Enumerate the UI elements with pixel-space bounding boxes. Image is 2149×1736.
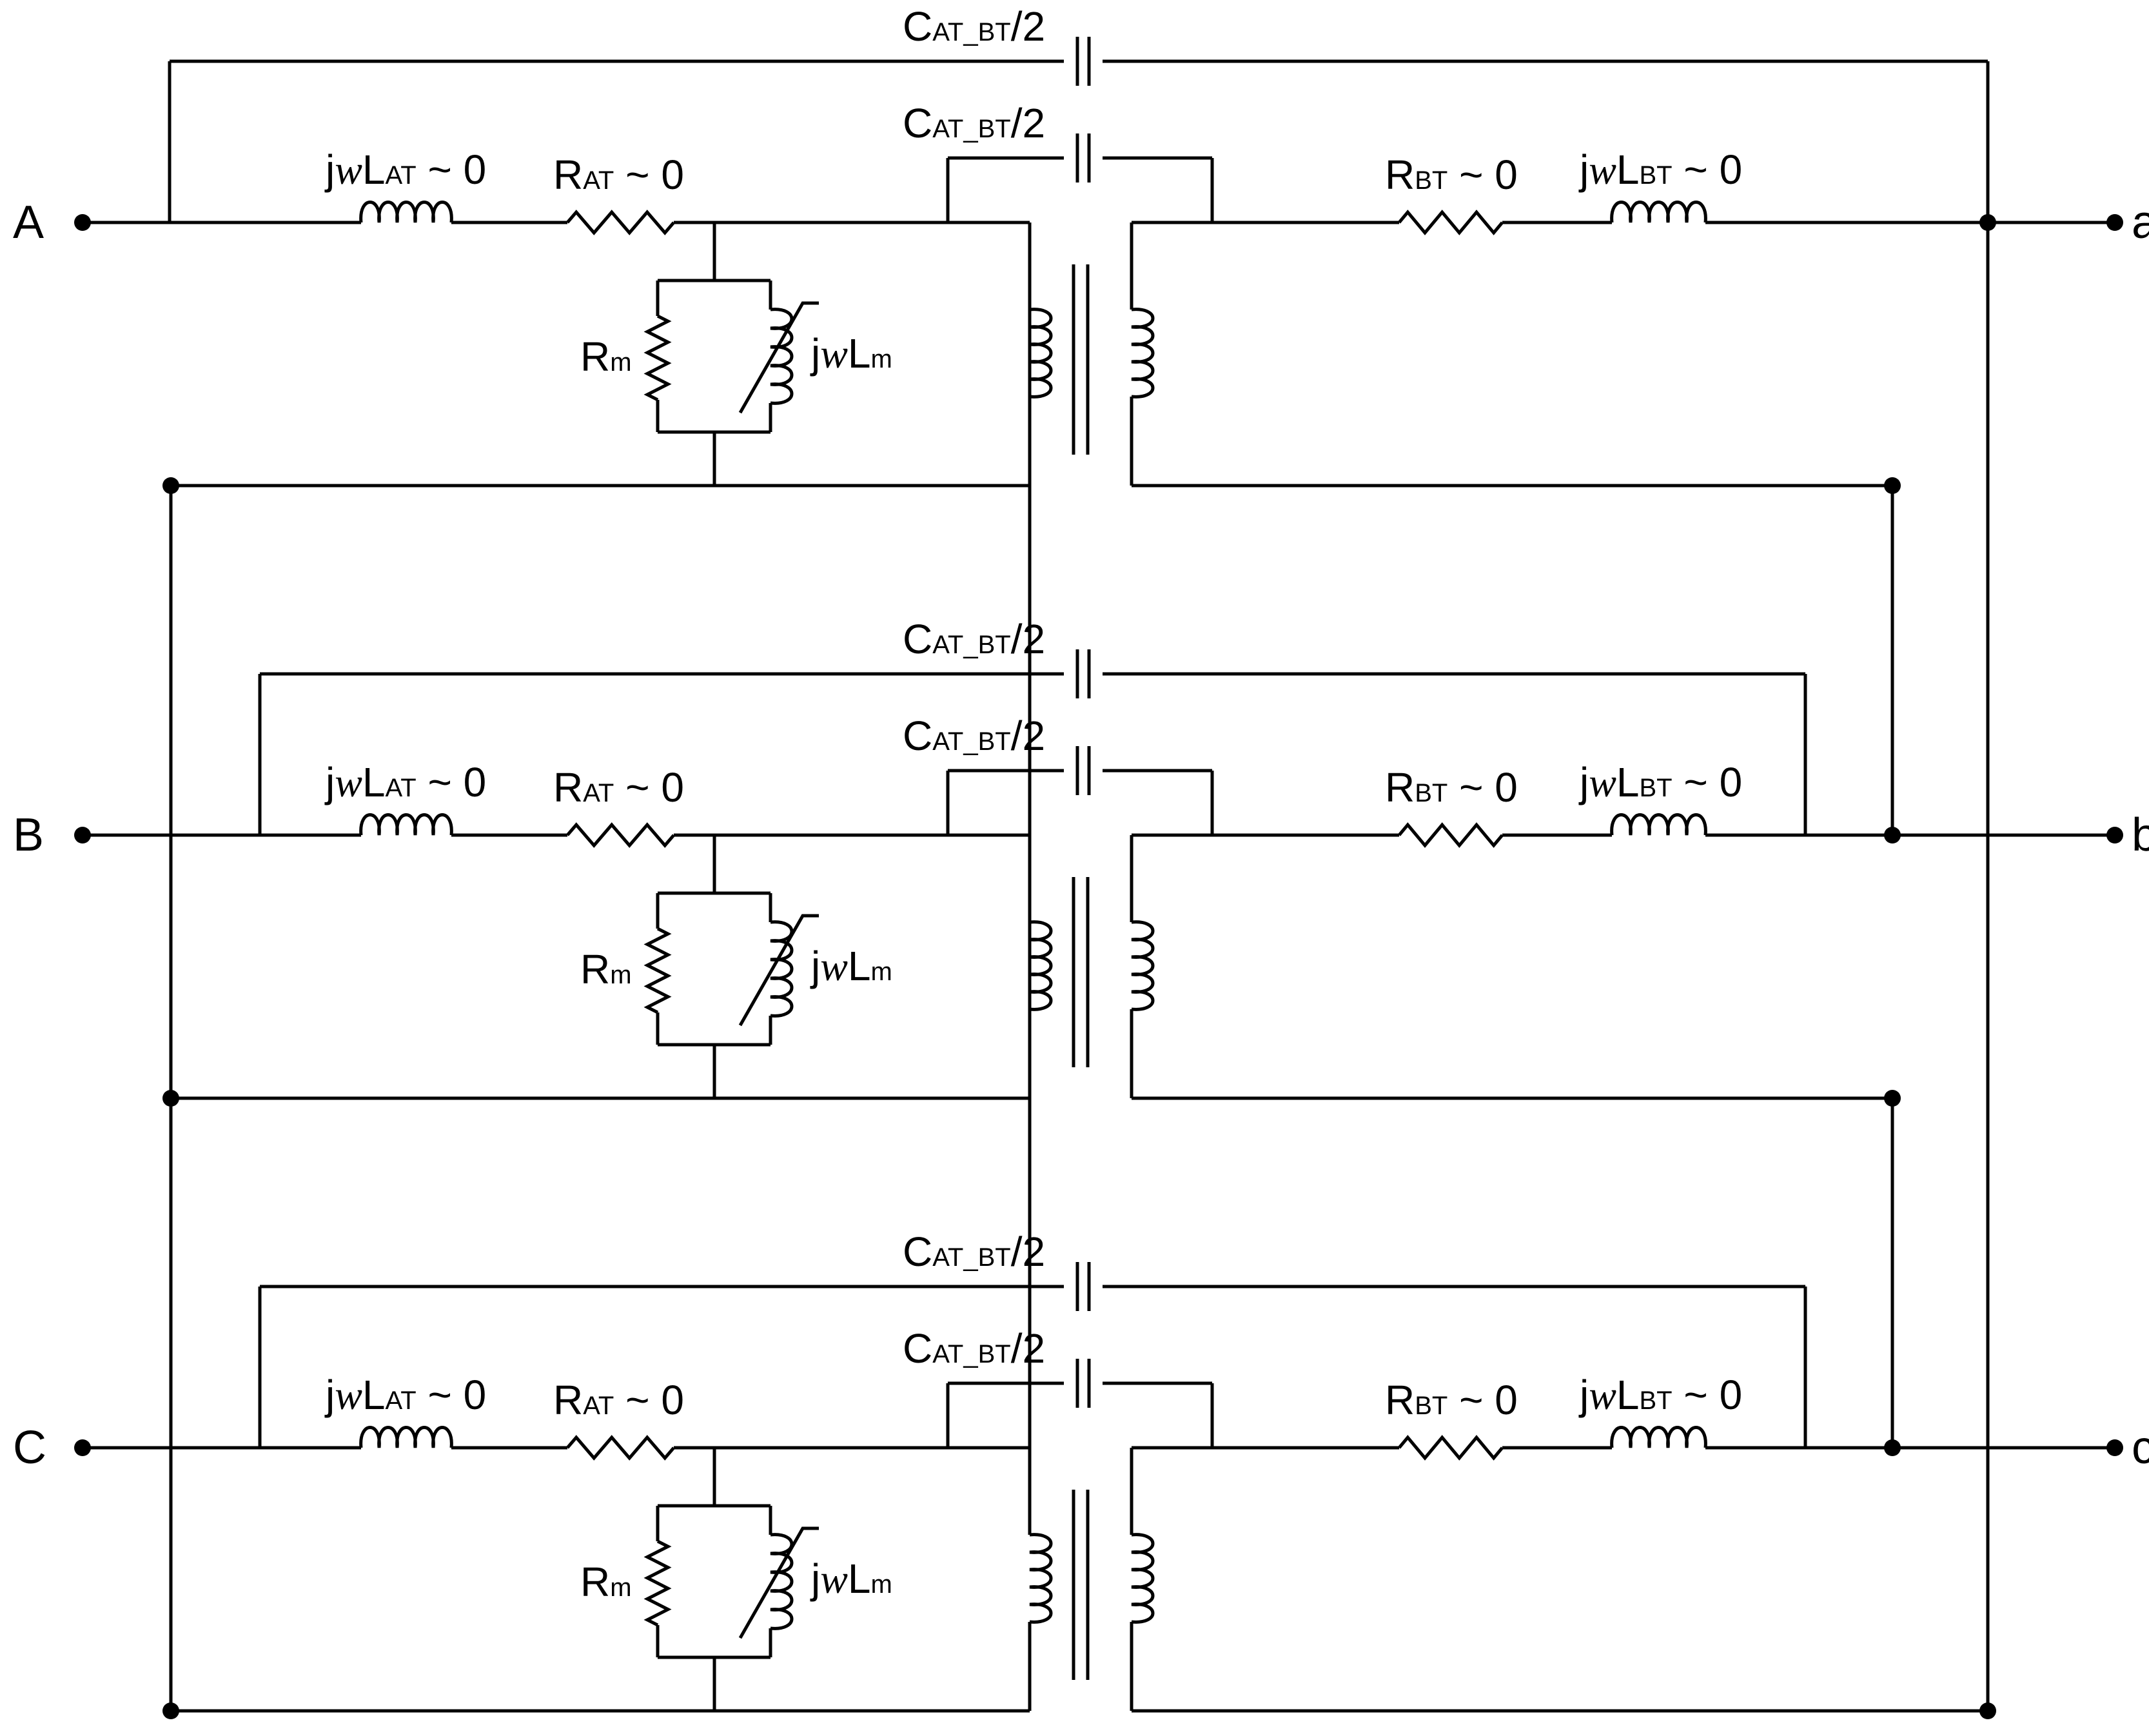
label-rat: RAT ~ 0 bbox=[553, 152, 684, 198]
magnetizing-resistor bbox=[643, 927, 672, 1014]
junction-dot bbox=[162, 1702, 179, 1719]
capacitance-label: CAT_BT/2 bbox=[903, 100, 1045, 146]
junction-dot bbox=[162, 477, 179, 494]
label-jwlm: jwLm bbox=[810, 943, 892, 989]
magnetizing-inductance bbox=[770, 1533, 794, 1630]
capacitor-inner bbox=[1075, 1359, 1091, 1408]
capacitance-label: CAT_BT/2 bbox=[903, 1228, 1045, 1275]
leakage-inductance-bt bbox=[1610, 813, 1707, 836]
coil-turns bbox=[1029, 1533, 1053, 1624]
magnetizing-inductance bbox=[770, 308, 794, 405]
resistor-bt bbox=[1398, 1435, 1504, 1461]
label-jwlbt: jwLBT ~ 0 bbox=[1578, 1372, 1742, 1418]
capacitance-label: CAT_BT/2 bbox=[903, 1325, 1045, 1372]
junction-dot bbox=[1884, 1090, 1901, 1107]
label-jwlm: jwLm bbox=[810, 1555, 892, 1602]
junction-dot bbox=[1979, 214, 1996, 231]
capacitance-label: CAT_BT/2 bbox=[903, 713, 1045, 759]
coil-turns bbox=[770, 920, 794, 1018]
coil-turns bbox=[770, 1533, 794, 1630]
coil-turns bbox=[1610, 813, 1707, 836]
junction-dot bbox=[1884, 477, 1901, 494]
label-jwlbt: jwLBT ~ 0 bbox=[1578, 146, 1742, 193]
capacitor-outer bbox=[1075, 649, 1091, 698]
label-jwlat: jwLAT ~ 0 bbox=[324, 759, 486, 805]
capacitor-inner bbox=[1075, 133, 1091, 182]
label-rm: Rm bbox=[580, 1559, 632, 1605]
junction-dot bbox=[1884, 1439, 1901, 1456]
capacitor-outer bbox=[1075, 1262, 1091, 1311]
nonlinear-indicator bbox=[738, 1526, 819, 1639]
magnetizing-resistor bbox=[643, 314, 672, 402]
junction-dot bbox=[1979, 1702, 1996, 1719]
label-jwlbt: jwLBT ~ 0 bbox=[1578, 759, 1742, 805]
label-rat: RAT ~ 0 bbox=[553, 1377, 684, 1423]
magnetizing-resistor bbox=[643, 1539, 672, 1627]
resistor-at bbox=[566, 822, 675, 848]
resistor-bt bbox=[1398, 210, 1504, 235]
leakage-inductance-bt bbox=[1610, 201, 1707, 223]
nonlinear-indicator bbox=[738, 301, 819, 414]
coil-turns bbox=[1029, 308, 1053, 399]
coil-turns bbox=[359, 1426, 453, 1448]
resistor-bt bbox=[1398, 822, 1504, 848]
terminal-label-a: A bbox=[13, 197, 44, 248]
resistor-at bbox=[566, 210, 675, 235]
resistor-at bbox=[566, 1435, 675, 1461]
label-rbt: RBT ~ 0 bbox=[1385, 1377, 1518, 1423]
coil-turns bbox=[359, 201, 453, 223]
capacitance-label: CAT_BT/2 bbox=[903, 3, 1045, 50]
junction-dot bbox=[162, 1090, 179, 1107]
junction-dot bbox=[1884, 827, 1901, 843]
leakage-inductance-bt bbox=[1610, 1426, 1707, 1448]
coil-turns bbox=[1610, 201, 1707, 223]
transformer-primary-winding bbox=[1029, 308, 1053, 399]
label-rbt: RBT ~ 0 bbox=[1385, 764, 1518, 811]
transformer-secondary-winding bbox=[1131, 1533, 1155, 1624]
magnetizing-inductance bbox=[770, 920, 794, 1018]
coil-turns bbox=[770, 308, 794, 405]
transformer-secondary-winding bbox=[1131, 308, 1155, 399]
label-rm: Rm bbox=[580, 946, 632, 992]
leakage-inductance-at bbox=[359, 813, 453, 836]
label-rat: RAT ~ 0 bbox=[553, 764, 684, 811]
label-rm: Rm bbox=[580, 333, 632, 380]
label-jwlat: jwLAT ~ 0 bbox=[324, 146, 486, 193]
terminal-label-b: B bbox=[13, 809, 44, 861]
coil-turns bbox=[359, 813, 453, 836]
capacitor-inner bbox=[1075, 746, 1091, 795]
terminal-label-b: b bbox=[2132, 809, 2149, 861]
transformer-secondary-winding bbox=[1131, 920, 1155, 1011]
label-rbt: RBT ~ 0 bbox=[1385, 152, 1518, 198]
leakage-inductance-at bbox=[359, 201, 453, 223]
coil-turns bbox=[1610, 1426, 1707, 1448]
coil-turns bbox=[1131, 308, 1155, 399]
coil-turns bbox=[1029, 920, 1053, 1011]
terminal-label-a: a bbox=[2132, 197, 2149, 248]
leakage-inductance-at bbox=[359, 1426, 453, 1448]
terminal-label-c: C bbox=[13, 1422, 46, 1474]
capacitor-outer bbox=[1075, 37, 1091, 86]
nonlinear-indicator bbox=[738, 914, 819, 1027]
terminal-label-c: c bbox=[2132, 1422, 2149, 1474]
label-jwlat: jwLAT ~ 0 bbox=[324, 1372, 486, 1418]
label-jwlm: jwLm bbox=[810, 330, 892, 377]
transformer-primary-winding bbox=[1029, 920, 1053, 1011]
transformer-primary-winding bbox=[1029, 1533, 1053, 1624]
capacitance-label: CAT_BT/2 bbox=[903, 616, 1045, 662]
coil-turns bbox=[1131, 920, 1155, 1011]
coil-turns bbox=[1131, 1533, 1155, 1624]
